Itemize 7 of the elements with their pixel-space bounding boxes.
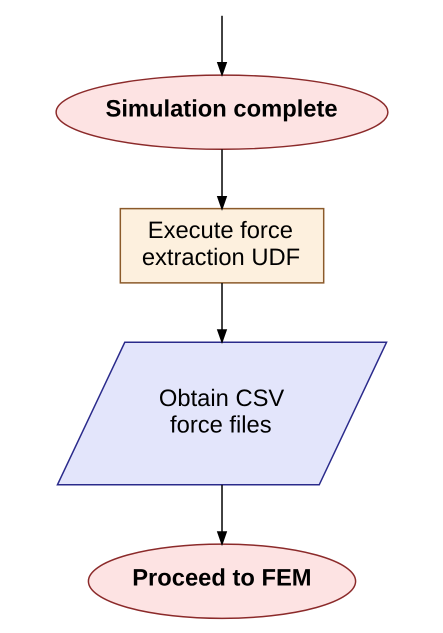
arrow [216,149,227,211]
node-ellipse: Simulation complete [54,74,388,150]
arrow [216,283,227,344]
node-ellipse: Proceed to FEM [87,543,356,620]
arrow [216,16,227,77]
arrow [216,484,227,546]
node-box: Execute force extraction UDF [119,208,324,284]
